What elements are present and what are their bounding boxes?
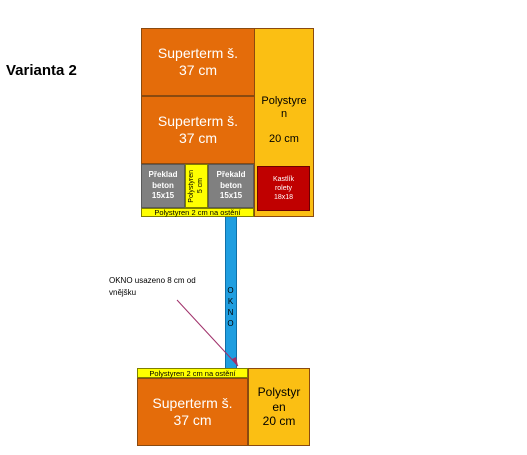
polystyren-block-bottom: Polystyr en 20 cm	[248, 368, 310, 446]
window-letter-4: O	[227, 319, 235, 328]
polystyren-top-line1: Polystyre	[261, 95, 307, 107]
window-annotation: OKNO usazeno 8 cm od vnějšku	[109, 276, 196, 297]
window-frame	[225, 217, 237, 368]
reveal-strip-top-label: Polystyren 2 cm na ostění	[154, 208, 241, 217]
polystyren-bottom-line2: en	[272, 399, 286, 414]
polystyren-top-line2: n	[280, 108, 288, 121]
superterm-bottom-line2: 37 cm	[173, 412, 212, 428]
superterm-lower-line2: 37 cm	[178, 130, 218, 146]
superterm-block-bottom: Superterm š. 37 cm	[137, 378, 248, 446]
lintel-polystyren-insert: Polystyren 5 cm	[185, 164, 208, 208]
polystyren-top-line3: 20 cm	[269, 133, 299, 146]
reveal-strip-bottom: Polystyren 2 cm na ostění	[137, 368, 248, 378]
reveal-strip-bottom-label: Polystyren 2 cm na ostění	[149, 368, 236, 378]
variant-heading: Varianta 2	[6, 62, 77, 79]
lintel-left-line1: Překlad	[148, 170, 178, 180]
window-letter-1: O	[227, 286, 235, 295]
lintel-left-line3: 15x15	[151, 191, 175, 201]
superterm-bottom-line1: Superterm š.	[152, 395, 233, 412]
superterm-upper-line2: 37 cm	[178, 62, 218, 78]
shutter-box-line3: 18x18	[273, 194, 294, 202]
superterm-lower-line1: Superterm š.	[157, 113, 239, 130]
polystyren-bottom-line1: Polystyr	[257, 385, 301, 400]
window-letter-3: N	[227, 308, 235, 317]
polystyren-bottom-line3: 20 cm	[262, 414, 296, 429]
window-label: O K N O	[226, 286, 236, 328]
lintel-right-line2: beton	[220, 180, 242, 190]
lintel-right-line3: 15x15	[219, 191, 243, 201]
lintel-left-line2: beton	[152, 180, 174, 190]
lintel-right: Překald beton 15x15	[208, 164, 254, 208]
reveal-strip-top: Polystyren 2 cm na ostění	[141, 208, 254, 217]
shutter-box: Kastlík rolety 18x18	[257, 166, 310, 211]
superterm-block-lower: Superterm š. 37 cm	[141, 96, 255, 164]
window-letter-2: K	[227, 297, 235, 306]
lintel-right-line1: Překald	[216, 170, 246, 180]
superterm-upper-line1: Superterm š.	[157, 45, 239, 62]
shutter-box-line2: rolety	[274, 184, 293, 192]
lintel-left: Překlad beton 15x15	[141, 164, 185, 208]
shutter-box-line1: Kastlík	[272, 175, 294, 183]
